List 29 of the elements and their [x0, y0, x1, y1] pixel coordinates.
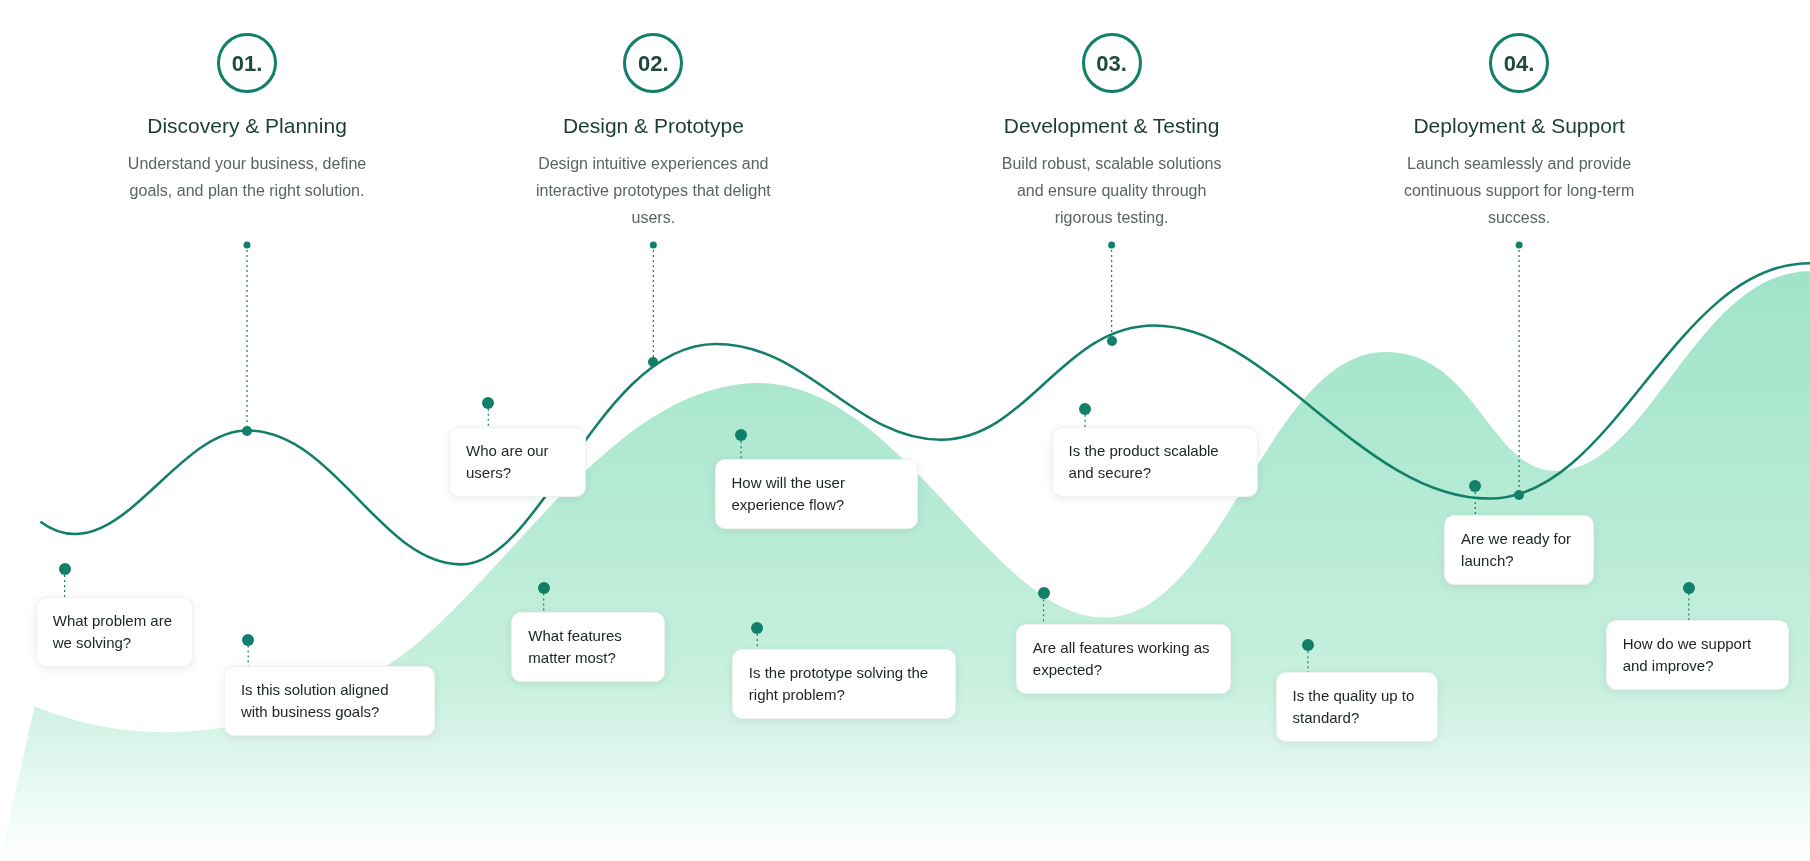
step-title: Design & Prototype	[562, 113, 744, 139]
step-title: Discovery & Planning	[147, 113, 347, 139]
leader-line	[649, 241, 657, 359]
leader-line	[1108, 241, 1116, 337]
leader-line	[487, 408, 489, 428]
leader-line	[740, 440, 742, 461]
question-card: What problem are we solving?	[35, 596, 193, 667]
step-description: Design intuitive experiences and interactive prototypes that delight users.	[534, 153, 772, 228]
question-card: How will the user experience flow?	[714, 459, 918, 530]
question-card: Is the product scalable and secure?	[1051, 427, 1259, 498]
step-title: Development & Testing	[1003, 113, 1220, 139]
leader-line	[543, 592, 545, 613]
leader-line	[243, 241, 251, 427]
leader-line	[1474, 491, 1476, 516]
leader-line	[1688, 592, 1690, 621]
question-card: Are we ready for launch?	[1444, 514, 1595, 585]
question-card: Is the quality up to standard?	[1275, 671, 1439, 742]
question-card: How do we support and improve?	[1605, 619, 1790, 690]
question-card: Who are our users?	[449, 427, 587, 498]
step-description: Launch seamlessly and provide continuous support for long-term success.	[1402, 153, 1636, 228]
step-description: Understand your business, define goals, and plan the right solution.	[126, 153, 368, 201]
step-description: Build robust, scalable solutions and ensure quality through rigorous testing.	[1000, 153, 1223, 228]
question-card: Is this solution aligned with business goals?	[223, 666, 436, 737]
leader-line	[1084, 414, 1086, 428]
question-card: Is the prototype solving the right problem?	[731, 648, 956, 719]
question-card: What features matter most?	[511, 611, 665, 682]
question-card: Are all features working as expected?	[1015, 624, 1231, 695]
step-title: Deployment & Support	[1413, 113, 1625, 139]
leader-line	[64, 574, 66, 598]
